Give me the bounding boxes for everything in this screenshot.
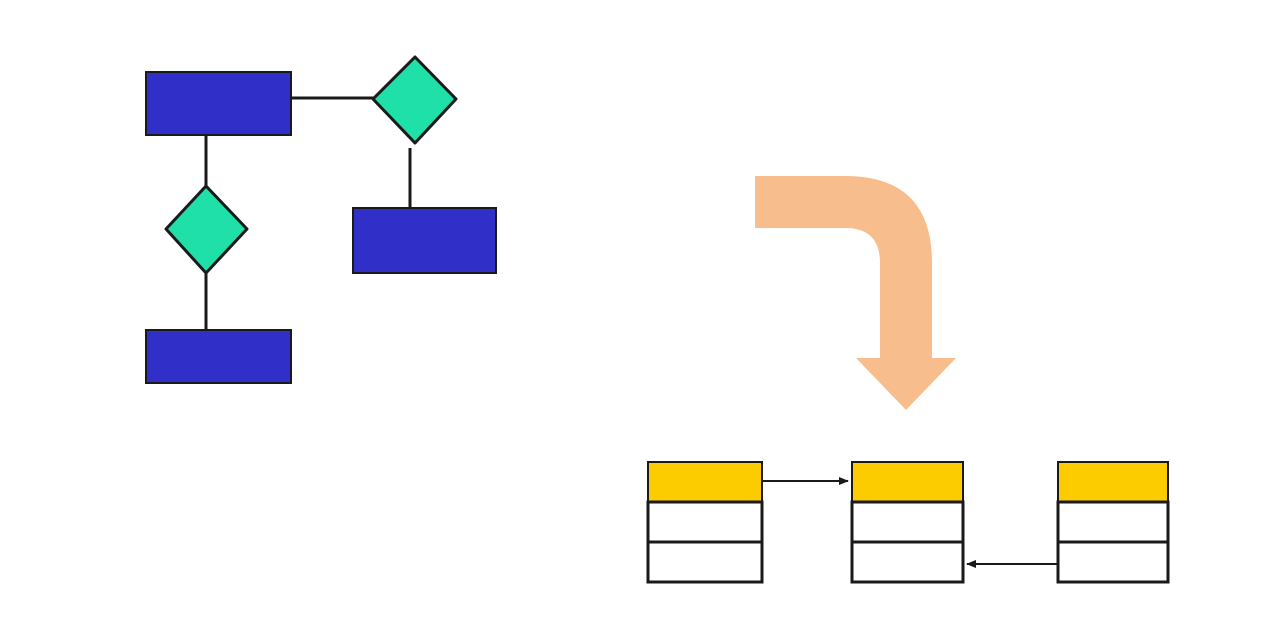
- table-row: [1056, 540, 1170, 584]
- relational-tables: [646, 461, 1170, 584]
- table-header: [1057, 461, 1169, 503]
- relationship-1: [371, 55, 458, 145]
- table-row: [646, 500, 764, 544]
- table-header: [851, 461, 964, 503]
- table-2: [850, 461, 965, 584]
- table-3: [1056, 461, 1170, 584]
- table-row: [1056, 500, 1170, 544]
- table-references: [763, 477, 1057, 568]
- table-row: [850, 540, 965, 584]
- er-connectors: [204, 96, 412, 330]
- curved-arrow-down-icon: [755, 176, 956, 410]
- relationship-2: [164, 184, 249, 275]
- entity-b: [352, 207, 497, 274]
- entity-c: [145, 329, 292, 384]
- er-relationships: [164, 55, 458, 275]
- table-row: [646, 540, 764, 584]
- er-entities: [145, 71, 497, 384]
- table-header: [647, 461, 763, 503]
- table-row: [850, 500, 965, 544]
- entity-a: [145, 71, 292, 136]
- table-1: [646, 461, 764, 584]
